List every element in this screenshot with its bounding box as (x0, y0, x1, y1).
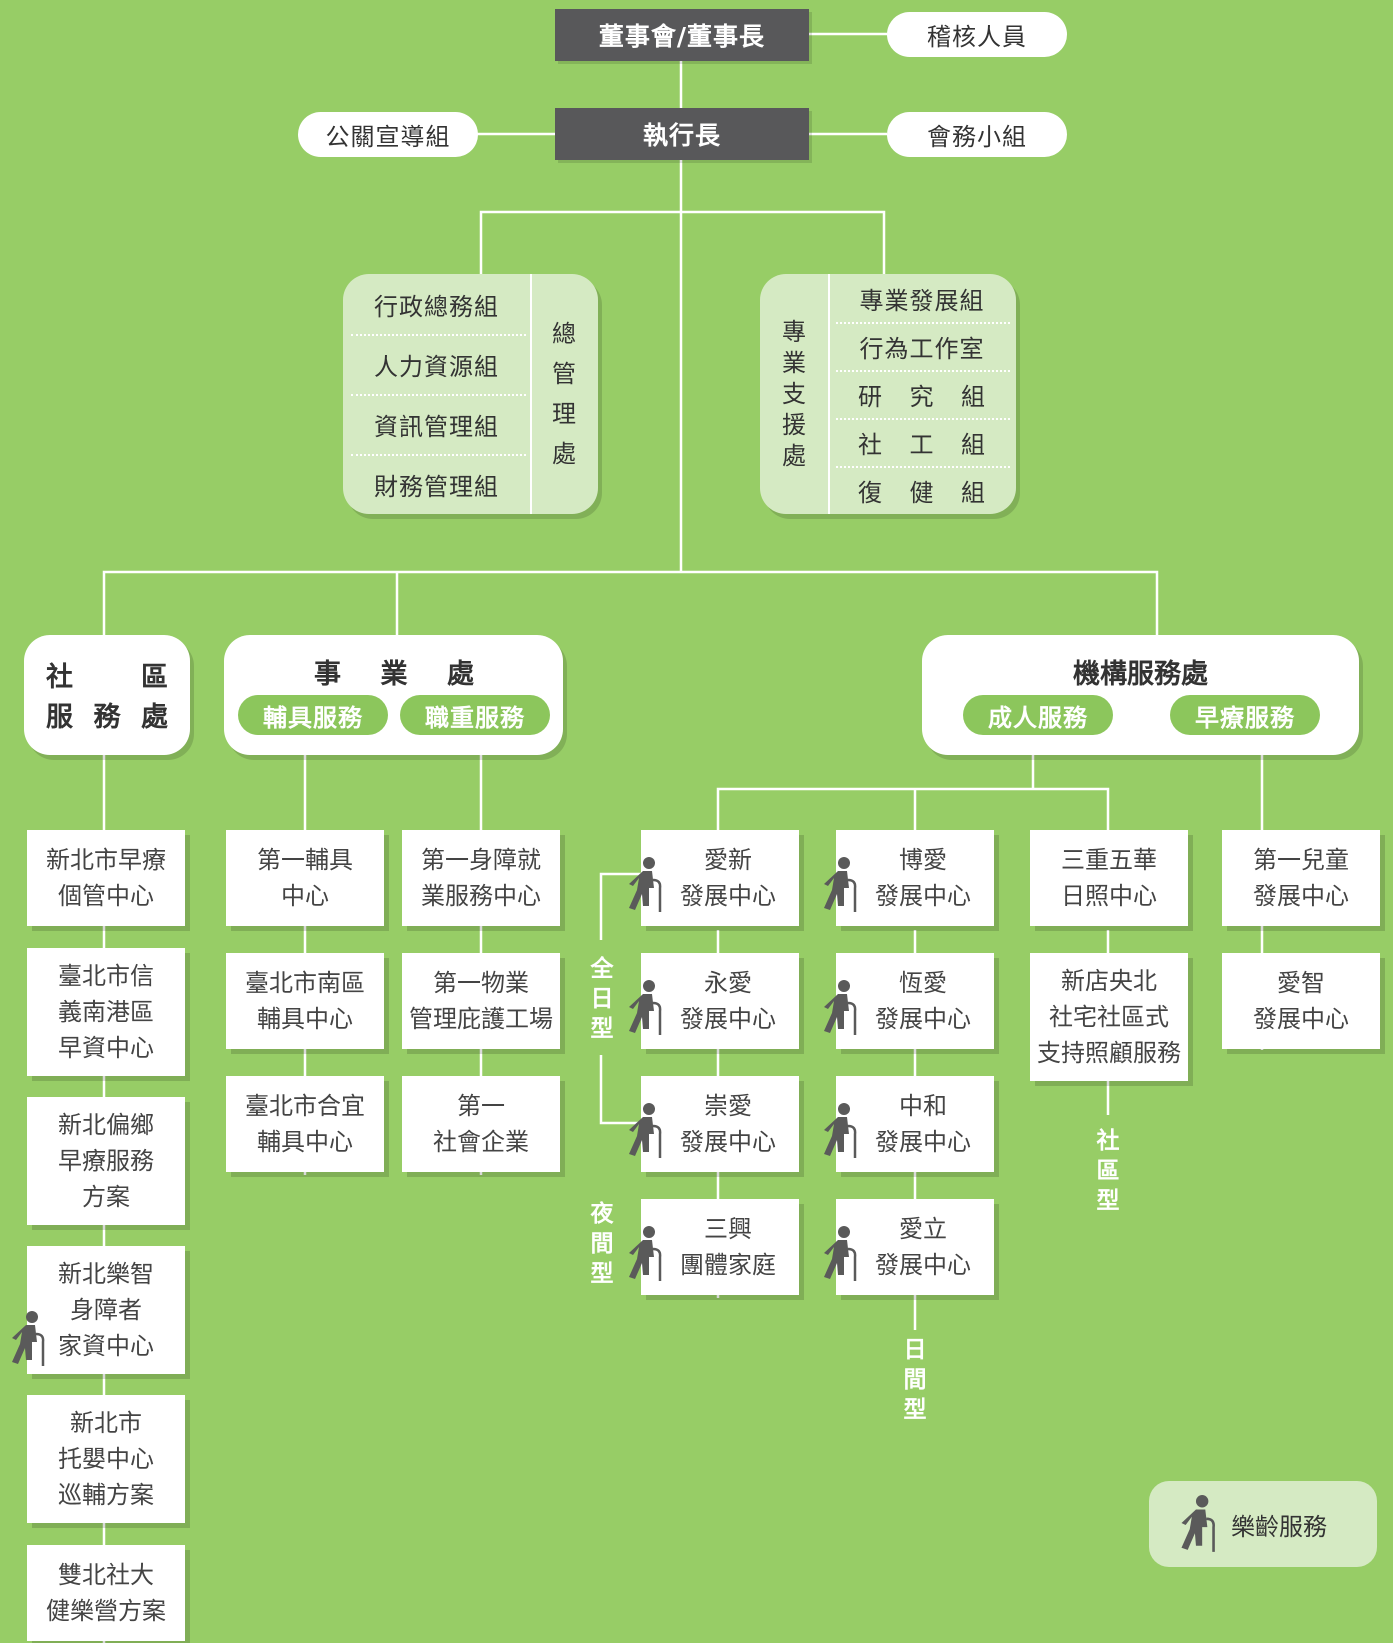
community-division-title-line2: 服務處 (46, 701, 168, 733)
early-intervention-pill: 早療服務 (1170, 695, 1320, 735)
divider (836, 466, 1010, 468)
institution-division-title: 機構服務處 (1073, 658, 1208, 690)
institution-unit-card: 博愛發展中心 (836, 830, 994, 926)
fullday-type-label: 全日型 (590, 956, 614, 1042)
institution-unit-card: 愛立發展中心 (836, 1199, 994, 1295)
community-unit-card: 雙北社大健樂營方案 (27, 1545, 185, 1641)
divider (836, 322, 1010, 324)
institution-unit-card: 愛新發展中心 (641, 830, 799, 926)
professional-support-panel: 專業支援處 專業發展組 行為工作室 研究組 社工組 復健組 (760, 274, 1016, 514)
divider (836, 370, 1010, 372)
community-unit-card: 新北偏鄉早療服務方案 (27, 1097, 185, 1225)
elderly-walking-icon (824, 857, 857, 912)
job-unit-card: 第一社會企業 (402, 1076, 560, 1172)
institution-unit-card: 永愛發展中心 (641, 953, 799, 1049)
elderly-walking-icon (824, 1226, 857, 1281)
divider (351, 334, 526, 336)
night-type-label: 夜間型 (590, 1201, 614, 1287)
support-item-research: 研究組 (858, 382, 986, 411)
divider (836, 418, 1010, 420)
legend-box: 樂齡服務 (1149, 1481, 1377, 1567)
professional-support-title: 專業支援處 (782, 317, 806, 470)
divider (351, 454, 526, 456)
job-service-pill: 職重服務 (400, 695, 550, 735)
elderly-walking-icon (629, 980, 662, 1035)
enterprise-division-title: 事業處 (314, 658, 474, 690)
divider (828, 274, 830, 514)
aids-unit-card: 第一輔具中心 (226, 830, 384, 926)
elderly-walking-icon (629, 857, 662, 912)
elderly-walking-icon (12, 1311, 45, 1366)
aids-unit-card: 臺北市合宜輔具中心 (226, 1076, 384, 1172)
institution-unit-card: 中和發展中心 (836, 1076, 994, 1172)
elderly-walking-icon (824, 980, 857, 1035)
general-item: 人力資源組 (374, 352, 499, 381)
support-item: 行為工作室 (859, 334, 985, 363)
institution-unit-card: 第一兒童發展中心 (1222, 830, 1380, 926)
pr-group-box: 公關宣導組 (298, 112, 478, 157)
institution-unit-card: 崇愛發展中心 (641, 1076, 799, 1172)
legend-label: 樂齡服務 (1231, 1512, 1327, 1541)
community-unit-card: 新北樂智身障者家資中心 (27, 1246, 185, 1374)
enterprise-division-box: 事業處 輔具服務 職重服務 (224, 635, 563, 755)
ceo-box: 執行長 (555, 108, 809, 160)
affairs-group-box: 會務小組 (887, 112, 1067, 157)
institution-unit-card: 恆愛發展中心 (836, 953, 994, 1049)
aids-service-pill: 輔具服務 (238, 695, 388, 735)
support-item-rehab: 復健組 (858, 478, 986, 507)
institution-unit-card: 新店央北社宅社區式支持照顧服務 (1030, 953, 1188, 1081)
general-item: 財務管理組 (374, 472, 499, 501)
support-item-social-work: 社工組 (858, 430, 986, 459)
community-division-title-line1: 社區 (46, 661, 168, 693)
community-unit-card: 臺北市信義南港區早資中心 (27, 948, 185, 1076)
divider (530, 274, 532, 514)
job-unit-card: 第一身障就業服務中心 (402, 830, 560, 926)
general-management-title: 總管理處 (552, 320, 576, 468)
adult-service-pill: 成人服務 (963, 695, 1113, 735)
general-item: 資訊管理組 (374, 412, 499, 441)
community-division-box: 社區 服務處 (24, 635, 190, 755)
institution-unit-card: 愛智發展中心 (1222, 953, 1380, 1049)
general-management-panel: 行政總務組 人力資源組 資訊管理組 財務管理組 總管理處 (343, 274, 598, 514)
community-unit-card: 新北市早療個管中心 (27, 830, 185, 926)
daytime-type-label: 日間型 (903, 1337, 927, 1423)
elderly-walking-icon (629, 1103, 662, 1158)
institution-division-box: 機構服務處 成人服務 早療服務 (922, 635, 1359, 755)
elderly-walking-icon (824, 1103, 857, 1158)
elderly-walking-icon (1181, 1495, 1215, 1552)
institution-unit-card: 三重五華日照中心 (1030, 830, 1188, 926)
job-unit-card: 第一物業管理庇護工場 (402, 953, 560, 1049)
institution-unit-card: 三興團體家庭 (641, 1199, 799, 1295)
aids-unit-card: 臺北市南區輔具中心 (226, 953, 384, 1049)
elderly-walking-icon (629, 1226, 662, 1281)
board-chair-box: 董事會/董事長 (555, 9, 809, 61)
divider (351, 394, 526, 396)
support-item: 專業發展組 (859, 286, 985, 315)
community-unit-card: 新北市托嬰中心巡輔方案 (27, 1395, 185, 1523)
community-type-label: 社區型 (1096, 1128, 1120, 1214)
general-item: 行政總務組 (374, 292, 499, 321)
audit-staff-box: 稽核人員 (887, 12, 1067, 57)
